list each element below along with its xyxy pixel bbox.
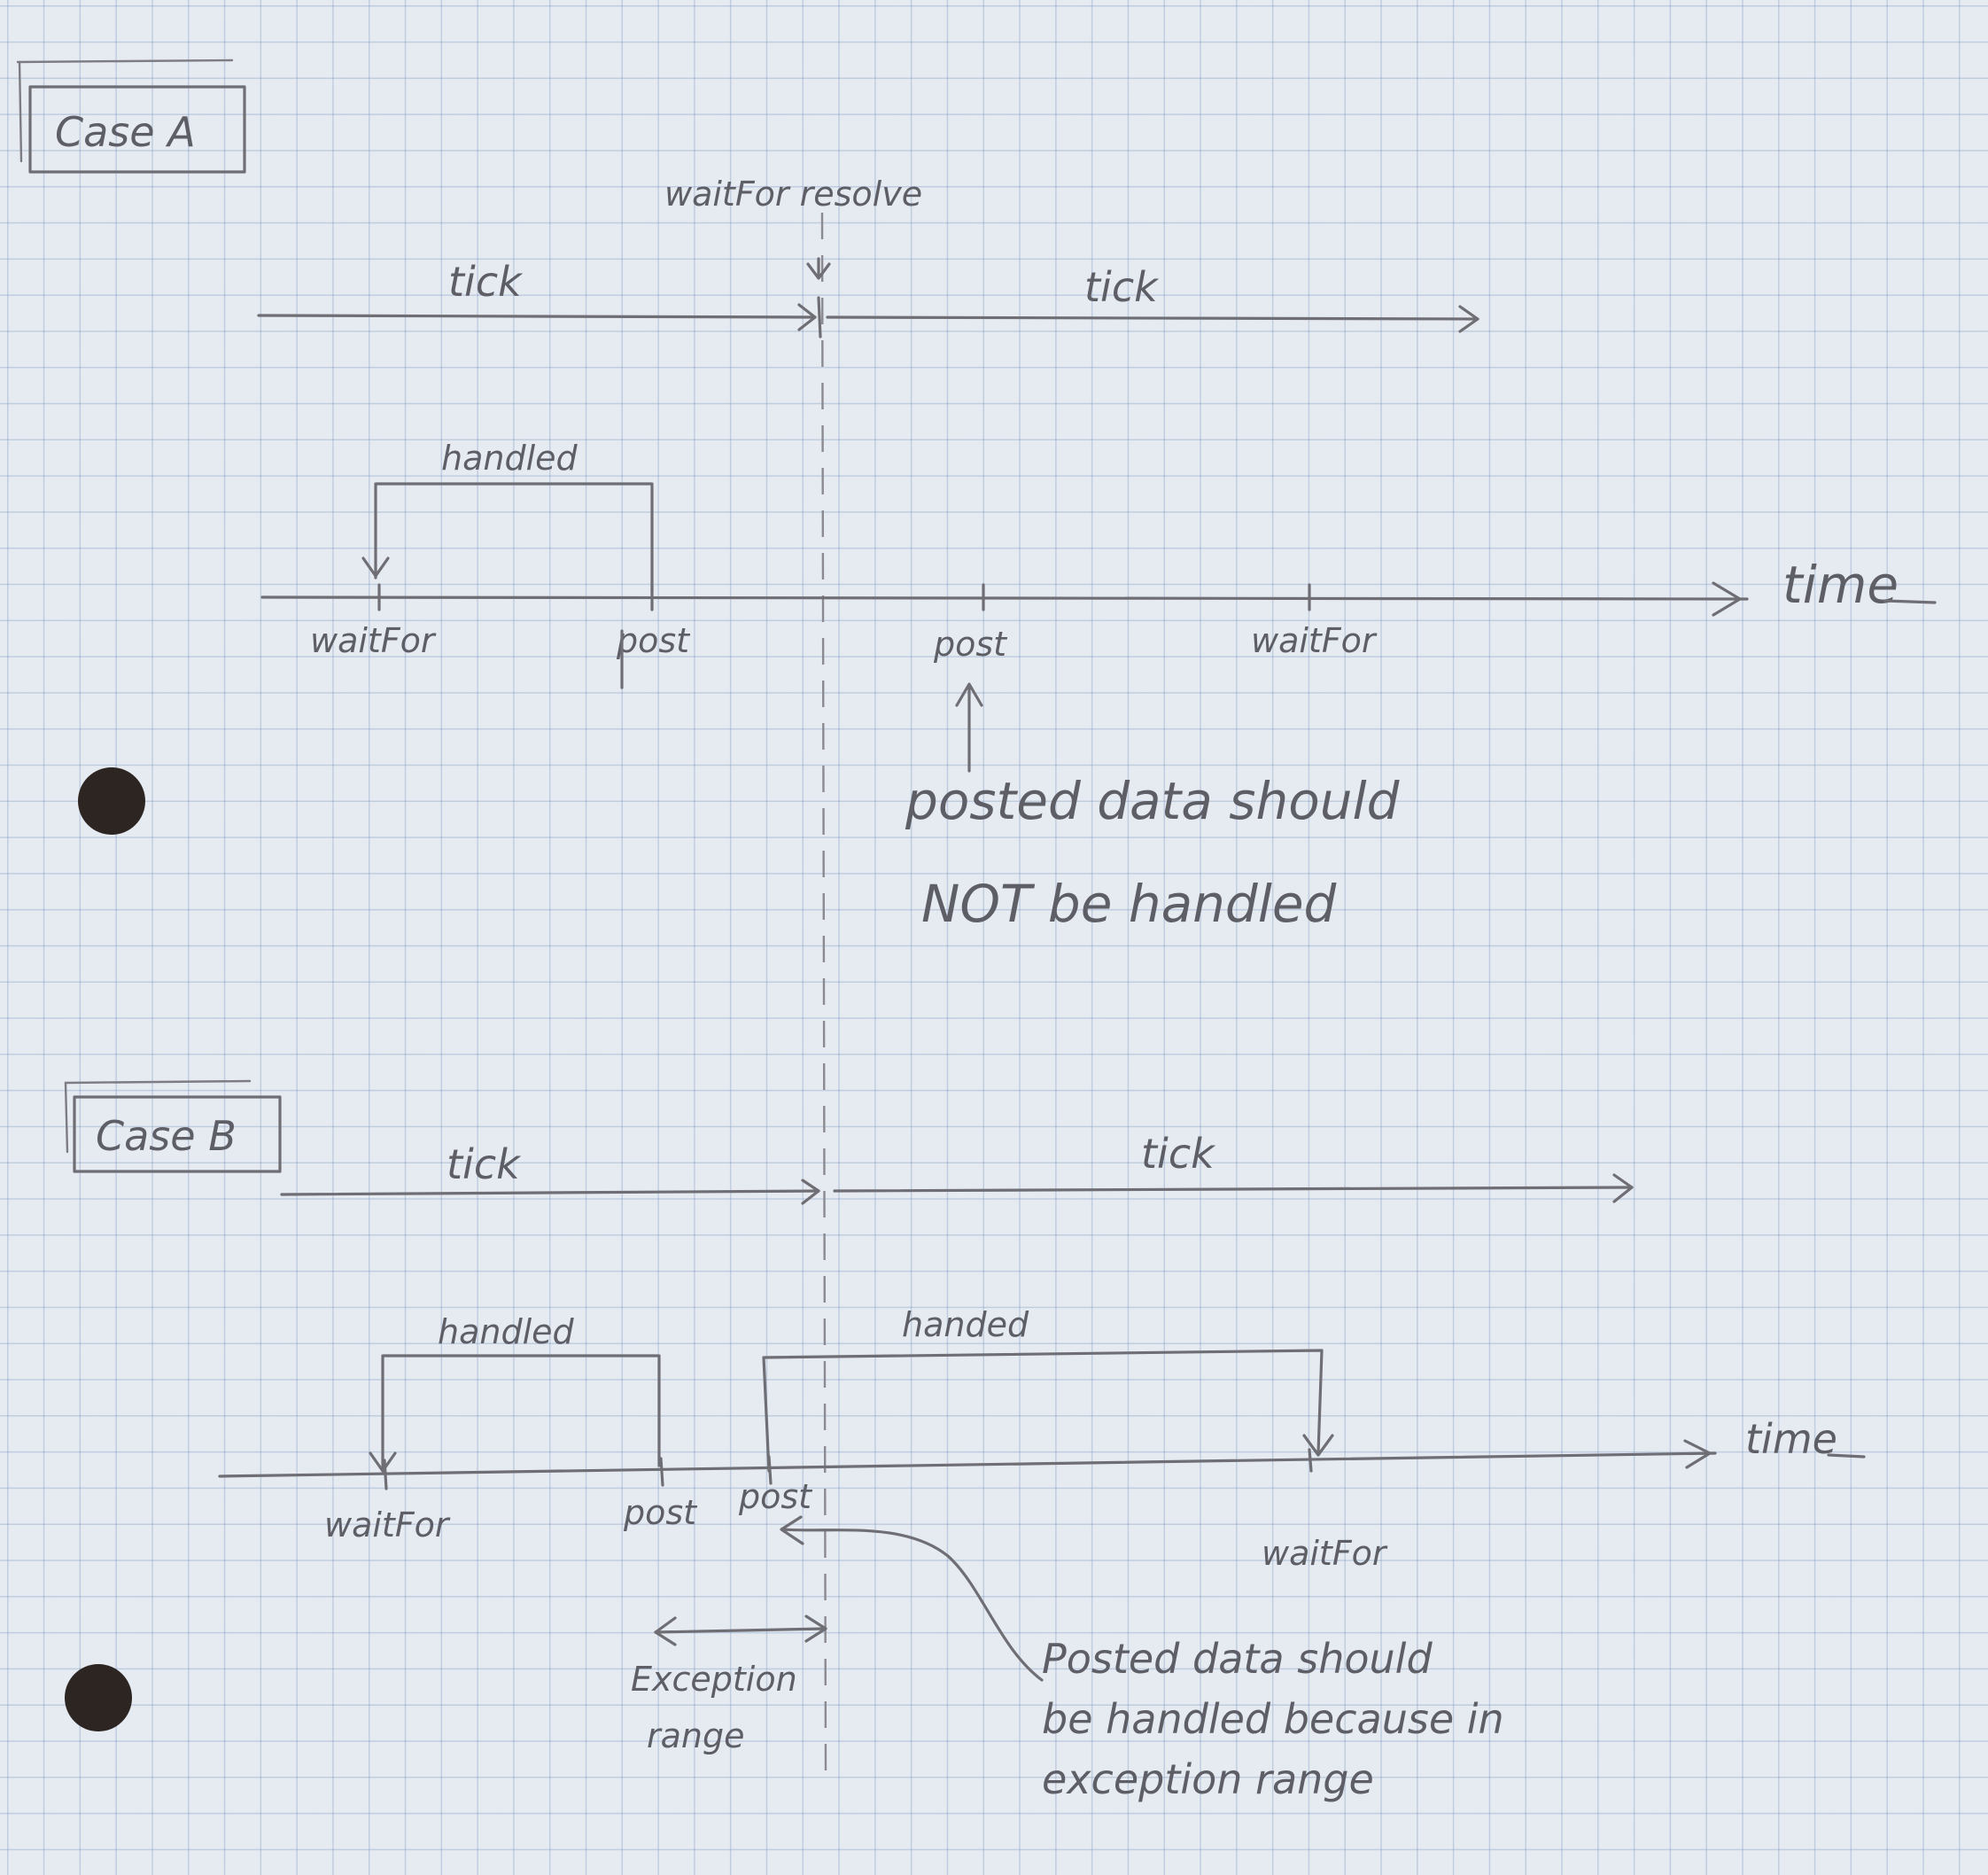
case-a-tick-right-label: tick: [1084, 263, 1160, 311]
case-b-note-line-1: Posted data should: [1042, 1635, 1433, 1683]
punch-hole-top: [78, 767, 145, 835]
case-b-tick-right-label: tick: [1141, 1130, 1216, 1178]
case-a-event-waitfor-2: waitFor: [1251, 621, 1378, 660]
case-b-note-line-3: exception range: [1042, 1755, 1374, 1803]
case-a-time-axis: [260, 595, 1749, 601]
case-a-handled-bracket: [374, 482, 654, 594]
case-b-title-box: Case B: [64, 1079, 282, 1173]
case-a-event-post-1: post: [616, 621, 691, 660]
case-b-handled-bracket-right: [762, 1349, 1324, 1473]
case-b-exception-label-1: Exception: [631, 1660, 797, 1699]
case-b-event-post-2: post: [738, 1477, 813, 1516]
case-b-tick-arrow-right: [833, 1186, 1634, 1193]
case-a-handled-label: handled: [441, 439, 579, 478]
case-b-time-label: time: [1745, 1415, 1837, 1463]
case-a-tick-arrow-left: [257, 314, 817, 319]
case-b-tick-arrow-left: [280, 1189, 820, 1196]
case-a-note-line-1: posted data should: [905, 771, 1401, 831]
case-a-time-label: time: [1782, 555, 1899, 615]
case-b-exception-label-2: range: [647, 1716, 745, 1755]
punch-hole-bottom: [65, 1664, 132, 1731]
case-b-handled-bracket-left: [381, 1354, 661, 1473]
case-a-note-line-2: NOT be handled: [921, 874, 1338, 934]
case-b-exception-range-arrow: [654, 1627, 827, 1634]
case-a-resolve-label: waitFor resolve: [664, 175, 922, 214]
case-b-note-arrow: [781, 1528, 1044, 1682]
case-a-event-waitfor-1: waitFor: [310, 621, 437, 660]
case-a-resolve-arrow: [806, 257, 831, 280]
case-a-tick-left-label: tick: [448, 258, 524, 306]
case-b-handled-left-label: handled: [438, 1312, 575, 1351]
case-b-note-line-2: be handled because in: [1042, 1695, 1504, 1743]
resolve-divider-line: [820, 212, 827, 1773]
case-a-event-post-2: post: [933, 625, 1008, 664]
case-b-handled-right-label: handed: [902, 1305, 1029, 1344]
case-b-event-post-1: post: [623, 1493, 698, 1532]
case-b-event-waitfor-2: waitFor: [1262, 1534, 1388, 1573]
case-b-title: Case B: [96, 1112, 237, 1160]
case-a-tick-arrow-right: [826, 315, 1479, 321]
case-b: Case B tick tick handled handed time wai…: [64, 1079, 1866, 1803]
case-a: Case A waitFor resolve tick tick handled…: [16, 58, 1937, 934]
case-a-title: Case A: [55, 108, 196, 156]
case-b-tick-left-label: tick: [447, 1140, 522, 1188]
case-b-event-waitfor-1: waitFor: [324, 1505, 451, 1544]
case-a-title-box: Case A: [16, 58, 246, 174]
case-b-time-axis: [218, 1451, 1717, 1478]
